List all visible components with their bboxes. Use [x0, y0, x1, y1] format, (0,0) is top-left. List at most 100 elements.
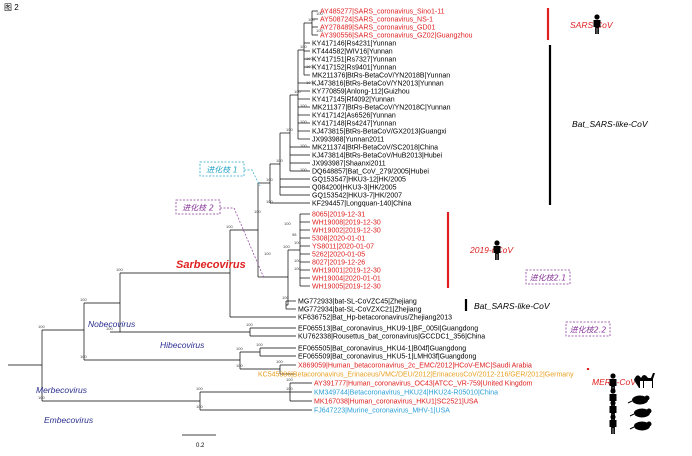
camel-icon-shape: [634, 373, 655, 388]
clade-box: [565, 321, 611, 337]
clade2-connector: [220, 207, 265, 279]
bootstrap-value: 100: [316, 28, 323, 33]
bootstrap-value: 100: [286, 377, 293, 382]
leaf-labels: AY485277|SARS_coronavirus_Sino1-11AY5087…: [258, 9, 574, 415]
bootstrap-value: 100: [306, 80, 313, 85]
bootstrap-value: 100: [276, 359, 283, 364]
human-icon: [609, 414, 617, 434]
bootstrap-values: 100 100 100 100 100 100 100 100 100 100 100 100 100 1…: [38, 11, 323, 409]
scale-bar-label: 0.2: [196, 443, 205, 449]
bootstrap-value: 100: [316, 11, 323, 16]
leaf-label: WH19001|2019-12-30: [312, 268, 381, 275]
leaf-label: WH19005|2019-12-30: [312, 284, 381, 291]
leaf-label: X869059|Human_betacoronavirus_2c_EMC/201…: [298, 363, 532, 370]
bootstrap-value: 100: [300, 167, 307, 172]
human-icon-head: [610, 373, 616, 379]
bootstrap-value: 100: [264, 251, 271, 256]
leaf-label: KU762338|Rousettus_bat_coronavirus|GCCDC…: [298, 334, 485, 341]
hedgehog-icon-head: [644, 395, 650, 401]
clade-label-clade2: 进化枝 2: [182, 204, 214, 213]
leaf-label: MK167038|Human_coronavirus_HKU1|SC2521|U…: [314, 399, 479, 406]
rat-icon-tail: [629, 413, 635, 417]
hedgehog-icon-tail: [627, 400, 633, 404]
bootstrap-value: 100: [196, 404, 203, 409]
figure-number: 图 2: [4, 3, 19, 12]
genus-label-embecovirus: Embecovirus: [44, 415, 94, 425]
leaf-label: MK211377|BtRs-BetaCoV/YN2018C|Yunnan: [312, 105, 451, 112]
leaf-label: KY417145|Rf4092|Yunnan: [312, 97, 395, 104]
leaf-label: AY508724|SARS_coronavirus_NS-1: [320, 17, 433, 24]
leaf-label: KY417142|As6526|Yunnan: [312, 113, 396, 120]
leaf-label: AY390556|SARS_coronavirus_GZ02|Guangzhou: [320, 33, 473, 40]
genus-label-merbecovirus: Merbecovirus: [36, 385, 88, 395]
clade-box: [175, 199, 221, 215]
leaf-label: KY417148|Rs4247|Yunnan: [312, 121, 396, 128]
leaf-label: KM349744|Betacoronavirus_HKU24|HKU24-R05…: [314, 390, 498, 397]
leaf-label: JX993987|Shaanxi2011: [312, 161, 386, 168]
leaf-label: Q084200|HKU3-3|HK/2005: [312, 185, 397, 192]
human-icon-body: [493, 246, 501, 260]
leaf-label: 5262|2020-01-05: [312, 252, 365, 259]
leaf-label: YS8011|2020-01-07: [312, 244, 374, 251]
leaf-label: 8065|2019-12-31: [312, 212, 365, 219]
leaf-label: JX993988|Yunnan2011: [312, 137, 384, 144]
leaf-label: WH19002|2019-12-30: [312, 228, 381, 235]
leaf-label: AY391777|Human_coronavirus_OC43|ATCC_VR-…: [314, 381, 533, 388]
human-icon-body: [609, 420, 617, 434]
bootstrap-value: 100: [236, 346, 243, 351]
leaf-label: MG772933|bat-SL-CoVZC45|Zhejiang: [298, 299, 417, 306]
bootstrap-value: 100: [116, 267, 123, 272]
bootstrap-value: 100: [254, 209, 261, 214]
tree-branches: [8, 10, 318, 411]
genus-labels: SarbecovirusNobecovirusHibecovirusMerbec…: [36, 259, 246, 425]
bootstrap-value: 100: [236, 363, 243, 368]
bootstrap-value: 100: [300, 119, 307, 124]
bootstrap-value: 100: [284, 221, 291, 226]
leaf-label: AY278489|SARS_coronavirus_GD01: [320, 25, 435, 32]
leaf-label: KT444582|WIV16|Yunnan: [312, 49, 393, 56]
mouse-icon-body: [634, 421, 650, 431]
rat-icon-body: [634, 408, 650, 418]
leaf-label: MG772934|bat-SL-CoVZXC21|Zhejiang: [298, 307, 422, 314]
group-label-ncov_2019: 2019-nCoV: [469, 245, 514, 255]
bootstrap-value: 100: [300, 143, 307, 148]
bootstrap-value: 100: [300, 44, 307, 49]
clade-label-clade21: 进化枝2.1: [530, 274, 567, 283]
human-icon-head: [610, 388, 616, 394]
human-icon: [593, 14, 601, 34]
leaf-label: DQ648857|Bat_CoV_279/2005|Hubei: [312, 169, 429, 176]
clade-label-clade1: 进化枝 1: [206, 166, 238, 175]
bootstrap-value: 98: [292, 232, 297, 237]
bootstrap-value: 100: [286, 386, 293, 391]
bootstrap-value: 100: [226, 224, 233, 229]
bootstrap-value: 100: [283, 244, 290, 249]
bootstrap-value: 100: [306, 64, 313, 69]
bootstrap-value: 100: [306, 56, 313, 61]
bootstrap-value: 100: [294, 89, 301, 94]
bootstrap-value: 100: [266, 177, 273, 182]
leaf-label: EF065509|Bat_coronavirus_HKU5-1|LMH03f|G…: [298, 354, 476, 361]
leaf-label: GQ153547|HKU3-12|HK/2005: [312, 177, 406, 184]
hedgehog-icon-body: [632, 395, 648, 405]
leaf-label: KY417151|Rs7327|Yunnan: [312, 57, 396, 64]
leaf-label: FJ647223|Murine_coronavirus_MHV-1|USA: [314, 408, 450, 415]
bootstrap-value: 100: [300, 103, 307, 108]
mouse-icon-head: [646, 421, 652, 427]
leaf-label: MK211376|BtRs-BetaCoV/YN2018B|Yunnan: [312, 73, 450, 80]
bootstrap-value: 100: [80, 297, 87, 302]
bootstrap-value: 100: [276, 158, 283, 163]
bootstrap-value: 100: [38, 395, 45, 400]
clade-box: [199, 161, 245, 177]
genus-label-sarbecovirus: Sarbecovirus: [176, 259, 246, 271]
bootstrap-value: 100: [246, 322, 253, 327]
scale-bar: 0.2: [182, 434, 216, 449]
leaf-label: KJ473814|BtRs-BetaCoV/HuB2013|Hubei: [312, 153, 443, 160]
clade1-connector: [244, 169, 261, 187]
human-icon-head: [610, 414, 616, 420]
leaf-label: KJ473816|BtRs-BetaCoV/YN2013|Yunnan: [312, 81, 444, 88]
bootstrap-value: 100: [196, 386, 203, 391]
leaf-label: AY485277|SARS_coronavirus_Sino1-11: [320, 9, 445, 16]
host-icons: [493, 14, 655, 434]
